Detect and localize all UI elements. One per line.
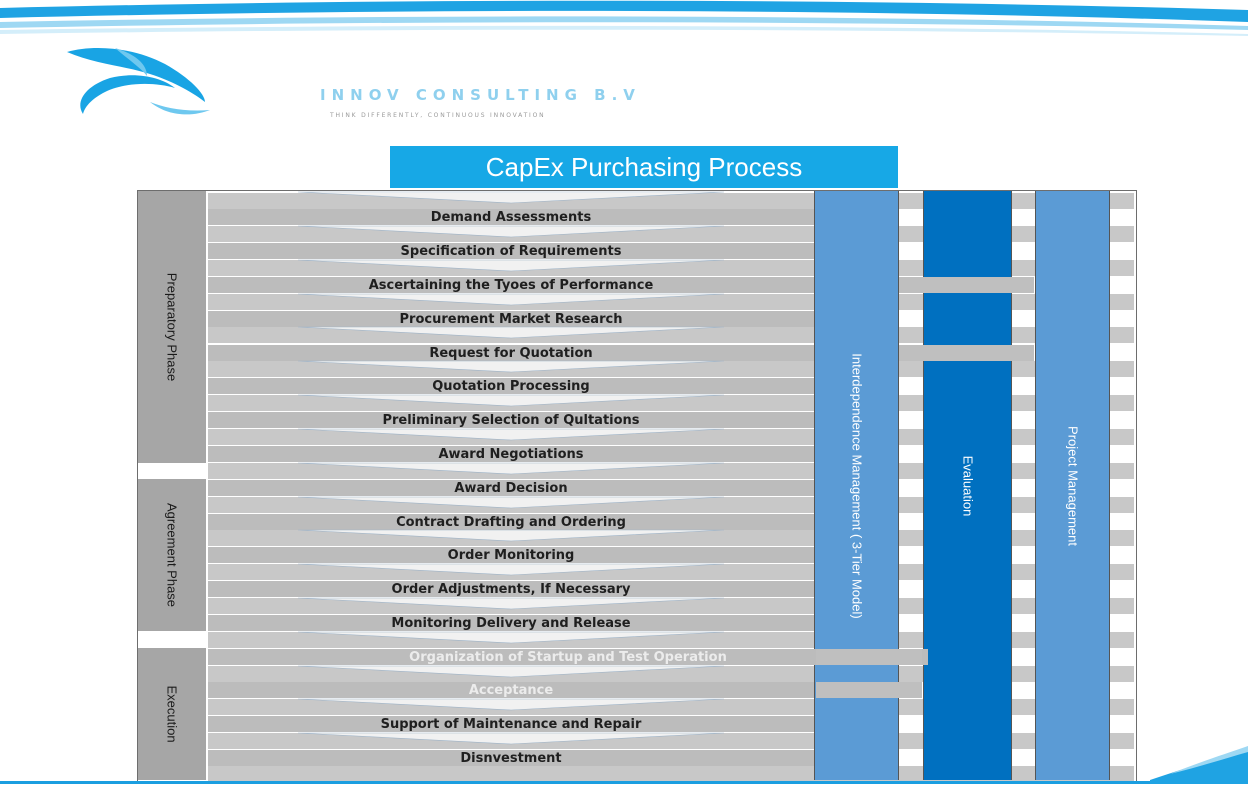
process-step: Disnvestment [208,750,814,766]
phase-label: Preparatory Phase [164,272,180,382]
phase-label: Execution [164,685,180,743]
process-step: Order Monitoring [208,547,814,563]
process-step: Quotation Processing [208,378,814,394]
process-step: Demand Assessments [208,209,814,225]
header-swoosh [0,0,1248,36]
company-name: INNOV CONSULTING B.V [320,86,641,104]
flow-arrows [297,191,725,745]
column-label: Project Management [1065,425,1080,546]
footer-swoosh [1150,746,1248,784]
company-tagline: Think Differently, Continuous Innovation [330,112,546,119]
process-step: Organization of Startup and Test Operati… [208,649,928,665]
row-stripe [208,766,1134,782]
phase-execution: Execution [138,648,206,780]
process-step: Contract Drafting and Ordering [208,514,814,530]
connector-bar [816,649,922,665]
connector-bar [899,345,1034,361]
process-step: Ascertaining the Tyoes of Performance [208,277,814,293]
diagram-title: CapEx Purchasing Process [390,146,898,188]
process-step: Award Negotiations [208,446,814,462]
process-step: Acceptance [208,682,814,698]
process-step: Order Adjustments, If Necessary [208,581,814,597]
phase-preparatory: Preparatory Phase [138,191,206,463]
footer-line [0,781,1248,784]
column-interdependence-management: Interdependence Management ( 3-Tier Mode… [814,191,899,780]
company-logo [67,48,210,115]
process-step: Procurement Market Research [208,311,814,327]
process-step: Preliminary Selection of Qultations [208,412,814,428]
process-step: Award Decision [208,480,814,496]
process-step: Support of Maintenance and Repair [208,716,814,732]
column-project-management: Project Management [1035,191,1110,780]
process-step: Specification of Requirements [208,243,814,259]
column-label: Interdependence Management ( 3-Tier Mode… [849,352,864,619]
connector-bar [899,277,1034,293]
column-label: Evaluation [960,455,975,516]
process-step: Monitoring Delivery and Release [208,615,814,631]
phase-label: Agreement Phase [164,502,180,608]
connector-bar [816,682,922,698]
phase-agreement: Agreement Phase [138,479,206,631]
process-step: Request for Quotation [208,345,814,361]
